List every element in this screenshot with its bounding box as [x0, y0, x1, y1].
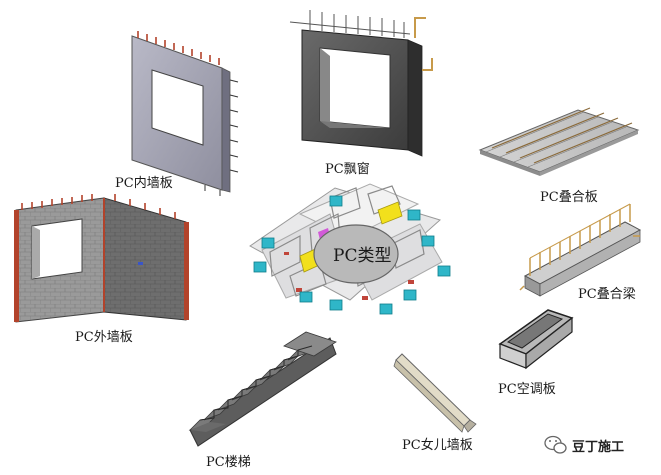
exterior-wall-panel-illustration — [14, 194, 189, 323]
label-composite-slab: PC叠合板 — [540, 190, 598, 205]
label-inner-wall: PC内墙板 — [115, 176, 173, 191]
label-ac-panel: PC空调板 — [498, 382, 556, 397]
composite-beam-illustration — [519, 203, 642, 297]
label-stair: PC楼梯 — [206, 455, 251, 470]
stair-illustration — [188, 331, 337, 447]
inner-wall-panel-illustration — [131, 31, 239, 196]
center-title: PC类型 — [333, 246, 392, 266]
composite-slab-illustration — [478, 107, 640, 176]
watermark-text: 豆丁施工 — [572, 440, 625, 455]
label-parapet: PC女儿墙板 — [402, 438, 473, 453]
label-bay-window: PC飘窗 — [325, 162, 370, 177]
parapet-illustration — [393, 353, 477, 433]
wechat-icon — [544, 435, 567, 454]
floor-plan-illustration — [249, 183, 451, 315]
label-exterior-wall: PC外墙板 — [75, 330, 133, 345]
bay-window-illustration — [289, 10, 433, 157]
label-composite-beam: PC叠合梁 — [578, 287, 636, 302]
ac-panel-illustration — [498, 309, 574, 370]
